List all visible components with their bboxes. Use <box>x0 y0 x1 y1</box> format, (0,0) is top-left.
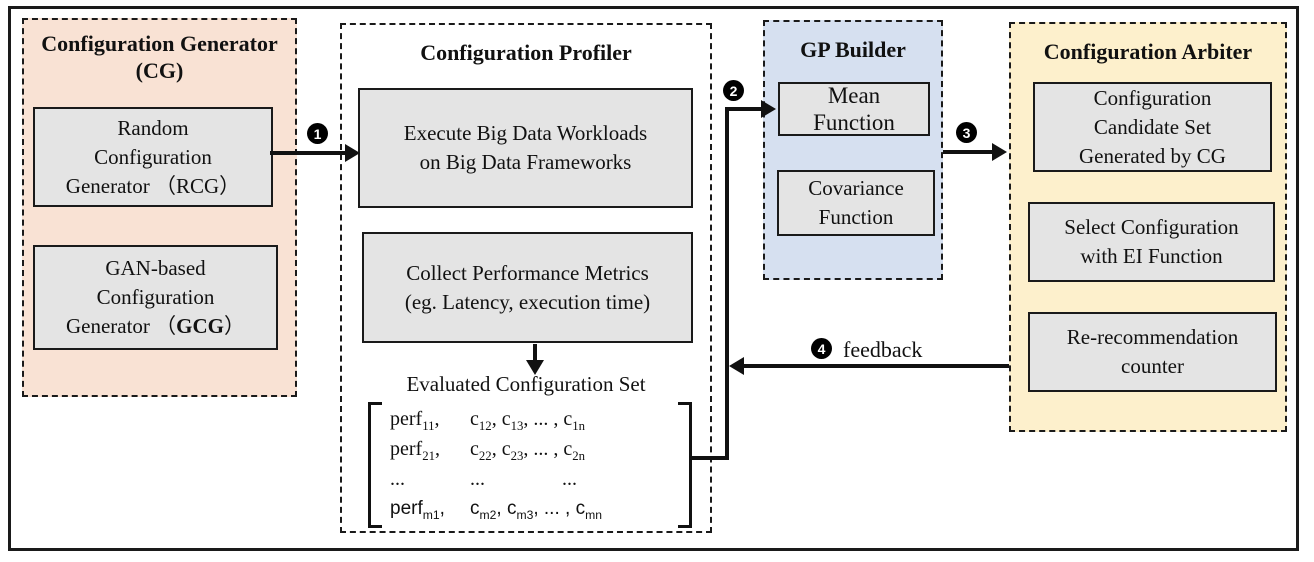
collect-metrics-box: Collect Performance Metrics (eg. Latency… <box>362 232 693 343</box>
select-line1: Select Configuration <box>1064 215 1239 239</box>
connector2-top-line <box>725 107 763 111</box>
rcg-box: Random Configuration Generator （RCG） <box>33 107 273 207</box>
gp-builder-title: GP Builder <box>800 37 906 62</box>
cov-line1: Covariance <box>808 176 904 200</box>
rcg-line1: Random <box>117 115 189 140</box>
covariance-function-box: Covariance Function <box>777 170 935 236</box>
matrix-rows: perf11,c12, c13, ... , c1n perf21,c22, c2… <box>390 404 682 524</box>
rerecommendation-counter-box: Re-recommendation counter <box>1028 312 1277 392</box>
execute-line2: on Big Data Frameworks <box>419 150 632 174</box>
arrow1-head-icon <box>345 144 360 162</box>
collect-line2: (eg. Latency, execution time) <box>404 289 651 314</box>
candidate-line2: Candidate Set <box>1093 114 1212 139</box>
matrix-row: perf21,c22, c23, ... , c2n <box>390 438 586 463</box>
rcg-line3: Generator （RCG） <box>65 173 241 198</box>
candidate-line3: Generated by CG <box>1079 143 1226 168</box>
configuration-arbiter-section: Configuration Arbiter Configuration Cand… <box>1009 22 1287 432</box>
execute-line1: Execute Big Data Workloads <box>403 121 648 145</box>
arrow4-line <box>744 364 1009 368</box>
collect-line1: Collect Performance Metrics <box>406 260 649 285</box>
configuration-generator-section: Configuration Generator (CG) Random Conf… <box>22 18 297 397</box>
mean-line2: Function <box>813 110 895 135</box>
cov-line2: Function <box>818 205 894 229</box>
step4-badge: 4 <box>811 338 832 359</box>
feedback-label: feedback <box>843 337 923 362</box>
rerec-line2: counter <box>1121 354 1184 378</box>
gcg-box: GAN-based Configuration Generator （GCG） <box>33 245 278 350</box>
arbiter-title: Configuration Arbiter <box>1043 39 1253 64</box>
connector2-bottom-line <box>690 456 729 460</box>
matrix-row: perfm1,cm2, cm3, ... , cmn <box>390 498 602 522</box>
gcg-line3: Generator （GCG） <box>65 314 246 338</box>
arrow3-line <box>943 150 994 154</box>
matrix-left-bracket <box>368 402 382 528</box>
gcg-line2: Configuration <box>96 285 215 309</box>
matrix-right-bracket <box>678 402 692 528</box>
cg-title-line1: Configuration Generator <box>41 31 278 56</box>
outer-frame <box>8 6 1299 551</box>
arrow3-head-icon <box>992 143 1007 161</box>
down-arrow-line <box>533 344 537 362</box>
candidate-line1: Configuration <box>1093 85 1212 110</box>
profiler-title: Configuration Profiler <box>420 40 632 65</box>
select-line2: with EI Function <box>1080 244 1223 268</box>
candidate-set-box: Configuration Candidate Set Generated by… <box>1033 82 1272 172</box>
connector2-vertical-line <box>725 107 729 460</box>
gp-builder-section: GP Builder Mean Function Covariance Func… <box>763 20 943 280</box>
mean-function-box: Mean Function <box>778 82 930 136</box>
evaluated-configuration-matrix: perf11,c12, c13, ... , c1n perf21,c22, c2… <box>368 402 692 528</box>
step3-badge: 3 <box>956 122 977 143</box>
matrix-row: perf11,c12, c13, ... , c1n <box>390 408 586 433</box>
mean-line1: Mean <box>827 83 881 108</box>
matrix-row: ......... <box>390 468 577 490</box>
select-configuration-box: Select Configuration with EI Function <box>1028 202 1275 282</box>
gcg-line1: GAN-based <box>105 256 206 280</box>
rcg-line2: Configuration <box>94 144 212 169</box>
evaluated-configuration-set-label: Evaluated Configuration Set <box>406 372 646 396</box>
execute-workloads-box: Execute Big Data Workloads on Big Data F… <box>358 88 693 208</box>
rerec-line1: Re-recommendation <box>1066 325 1239 349</box>
cg-title-line2: (CG) <box>135 58 184 83</box>
arrow4-head-icon <box>729 357 744 375</box>
down-arrow-head-icon <box>526 360 544 375</box>
configuration-profiler-section: Configuration Profiler Execute Big Data … <box>340 23 712 533</box>
step1-badge: 1 <box>307 123 328 144</box>
arrow1-line <box>270 151 348 155</box>
arrow2-head-icon <box>761 100 776 118</box>
step2-badge: 2 <box>723 80 744 101</box>
